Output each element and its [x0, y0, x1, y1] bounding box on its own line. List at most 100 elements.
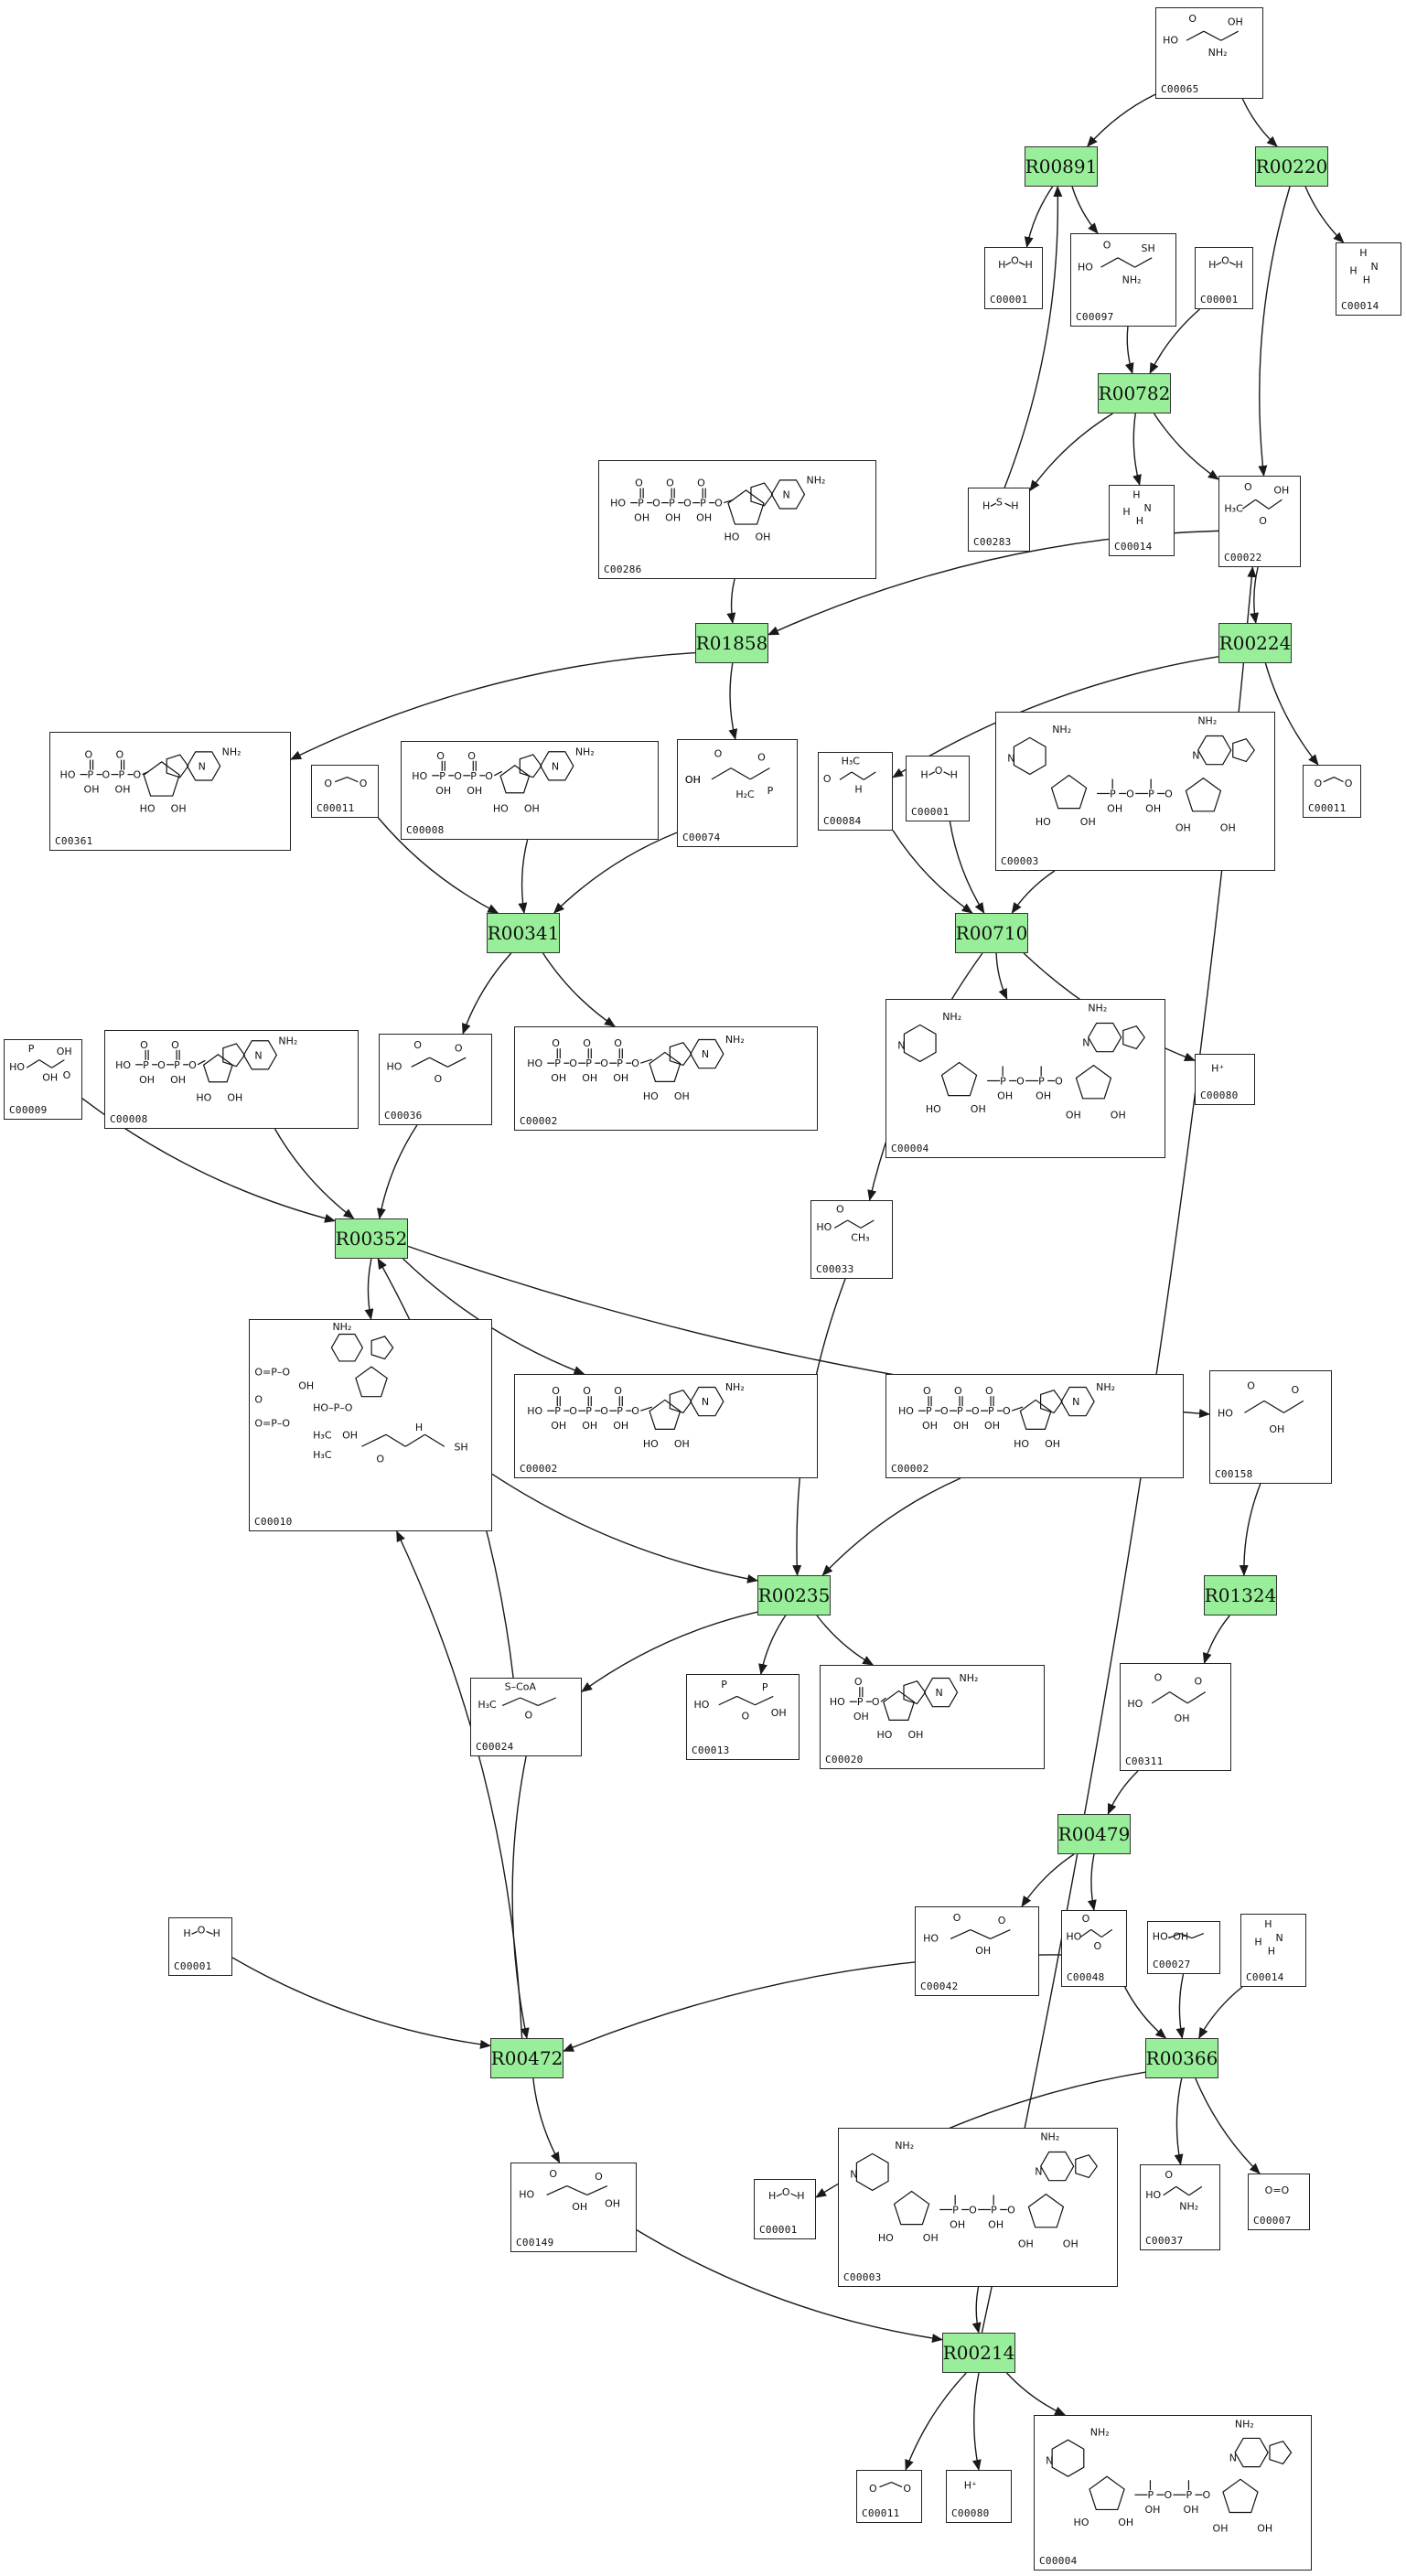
- atom-label: H⁺: [964, 2479, 977, 2491]
- atom-label: OH: [953, 1420, 969, 1432]
- bond: [1191, 1933, 1205, 1939]
- compound-node-c00080[interactable]: H⁺ C00080: [946, 2470, 1012, 2523]
- bond: [1334, 777, 1344, 783]
- reaction-node-r00352[interactable]: R00352: [335, 1218, 408, 1259]
- ring: [355, 1366, 388, 1398]
- atom-label: O: [360, 778, 368, 789]
- bond: [361, 1433, 387, 1447]
- atom-label: NH₂: [1197, 715, 1217, 727]
- bond: [1134, 257, 1153, 268]
- reaction-node-r00782[interactable]: R00782: [1098, 373, 1171, 413]
- atom-label: O: [198, 1924, 206, 1936]
- atom-label: HO: [898, 1405, 914, 1417]
- ring: [202, 1054, 233, 1083]
- atom-label: H: [1136, 515, 1143, 527]
- atom-label: O: [742, 1710, 750, 1722]
- reaction-node-r00220[interactable]: R00220: [1255, 146, 1328, 187]
- edge-c00003b-to-r00214: [971, 2286, 982, 2334]
- reaction-node-r01324[interactable]: R01324: [1204, 1575, 1277, 1615]
- atom-label: O: [872, 1696, 880, 1708]
- reaction-node-r00341[interactable]: R00341: [487, 913, 560, 953]
- atom-label: OH: [1273, 484, 1289, 496]
- atom-label: O: [935, 765, 943, 777]
- reaction-node-r01858[interactable]: R01858: [695, 623, 768, 663]
- reaction-node-r00472[interactable]: R00472: [490, 2038, 563, 2078]
- atom-label: OH: [1107, 802, 1122, 814]
- edge-c00286a-to-r01858: [726, 578, 736, 624]
- structure-drawing: HO–OH: [1153, 1930, 1205, 1942]
- atom-label: P: [617, 1057, 623, 1069]
- reaction-node-r00235[interactable]: R00235: [757, 1575, 831, 1615]
- atom-label: OH: [84, 784, 100, 796]
- atom-label: O: [683, 498, 692, 510]
- edge-c00074a-to-r00341: [553, 832, 678, 914]
- bond: [990, 1929, 1011, 1939]
- compound-id-label: C00361: [55, 835, 93, 847]
- compound-node-c00080[interactable]: H⁺C00080: [1195, 1054, 1255, 1105]
- edge-r00891-to-c00001a: [1024, 186, 1054, 248]
- atom-label: OH: [1018, 2238, 1034, 2250]
- atom-label: NH₂: [1096, 1381, 1115, 1393]
- atom-label: N: [1035, 2166, 1042, 2178]
- reaction-node-r00214[interactable]: R00214: [942, 2333, 1015, 2373]
- reaction-node-r00224[interactable]: R00224: [1218, 623, 1292, 663]
- atom-label: O: [1221, 255, 1229, 267]
- reaction-node-r00366[interactable]: R00366: [1145, 2038, 1218, 2078]
- atom-label: P: [1110, 788, 1116, 800]
- atom-label: P: [119, 769, 125, 781]
- compound-id-label: C00080: [951, 2507, 990, 2519]
- reaction-node-r00479[interactable]: R00479: [1057, 1814, 1131, 1854]
- edge-c00002c-to-r00235: [821, 1477, 961, 1576]
- reaction-node-r00891[interactable]: R00891: [1025, 146, 1098, 187]
- reaction-node-r00710[interactable]: R00710: [955, 913, 1028, 953]
- atom-label: OH: [57, 1046, 72, 1057]
- atom-label: HO: [1163, 35, 1178, 47]
- atom-label: NH₂: [725, 1381, 745, 1393]
- atom-label: N: [936, 1687, 943, 1699]
- bond: [1005, 262, 1012, 266]
